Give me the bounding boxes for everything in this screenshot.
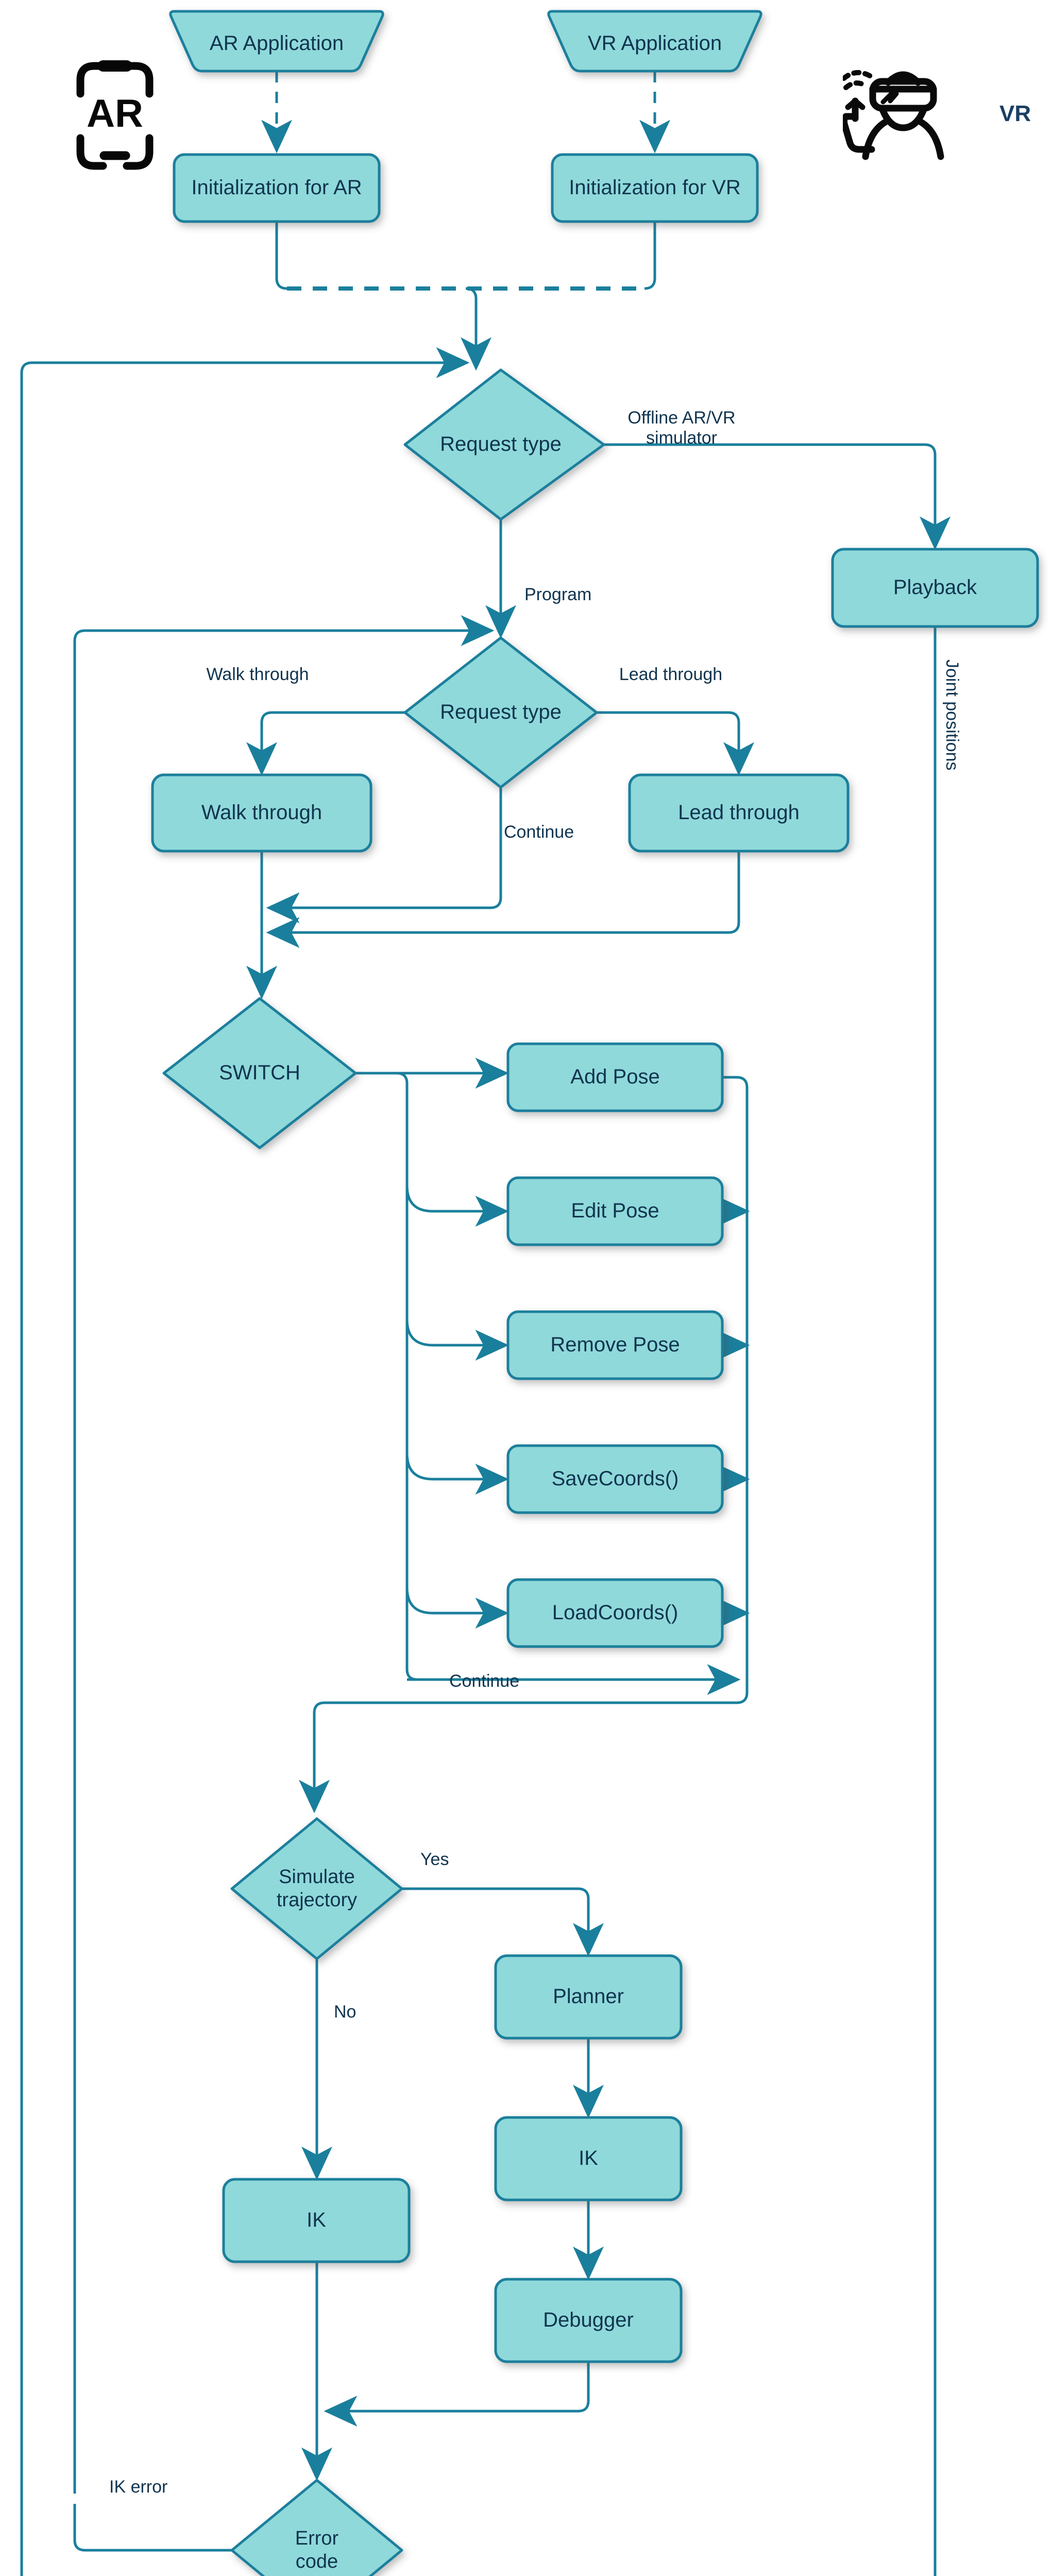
edge-request2-to-walk <box>246 711 405 776</box>
svg-text:AR: AR <box>87 92 143 135</box>
node-shape-edit-pose <box>506 1176 724 1246</box>
edge-request2-to-lead <box>597 711 754 776</box>
node-shape-planner <box>494 1954 683 2040</box>
edge-simulate-yes-to-planner <box>402 1887 604 1957</box>
node-shape-remove-pose <box>506 1310 724 1380</box>
node-shape-load-coords <box>506 1578 724 1648</box>
edge-label-continue-request-type: Continue <box>504 822 574 842</box>
node-shape-request-type-2 <box>403 636 598 789</box>
edge-inner-left-rail-to-request2 <box>73 615 495 2494</box>
edge-request2-continue <box>266 787 502 923</box>
edge-lead-to-merge <box>266 851 740 948</box>
node-shape-vr-application <box>547 10 762 73</box>
node-shape-request-type-1 <box>403 368 605 521</box>
edge-label-continue-switch: Continue <box>449 1671 520 1691</box>
vr-headset-icon <box>840 56 997 174</box>
node-shape-add-pose <box>506 1042 724 1112</box>
node-shape-ar-application <box>169 10 384 73</box>
edge-switch-to-save-coords <box>405 1453 509 1495</box>
edge-error-ik-error <box>73 2504 232 2552</box>
vr-icon-label: VR <box>999 101 1031 126</box>
edge-switch-to-remove-pose <box>405 1319 509 1361</box>
edge-request1-to-playback <box>604 443 951 550</box>
node-shape-simulate-trajectory <box>230 1817 403 1960</box>
node-shape-error-code <box>230 2479 403 2576</box>
edge-outer-left-rail-to-request1 <box>20 347 470 2576</box>
node-shape-walk-through <box>151 773 372 853</box>
node-shape-playback <box>831 548 1039 628</box>
edge-label-ik-error: IK error <box>109 2477 168 2497</box>
edge-add-pose-out <box>299 1076 749 1814</box>
node-shape-initialization-vr <box>551 153 759 223</box>
ar-phone-icon: AR <box>66 57 164 175</box>
node-shape-initialization-ar <box>173 153 381 223</box>
edge-init-ar-down <box>275 222 287 290</box>
edge-init-vr-down <box>644 222 656 290</box>
node-shape-save-coords <box>506 1444 724 1514</box>
edge-label-yes: Yes <box>420 1850 449 1869</box>
node-shape-ik-left <box>222 2178 411 2263</box>
edge-label-lead-through: Lead through <box>619 665 723 684</box>
edge-label-program: Program <box>524 585 592 604</box>
edge-switch-to-load-coords <box>405 1587 509 1629</box>
edge-join-to-request1 <box>461 287 491 371</box>
edge-label-walk-through: Walk through <box>206 665 309 684</box>
node-shape-ik-right <box>494 2116 683 2201</box>
edge-label-no: No <box>334 2002 357 2022</box>
edge-label-offline-simulator: Offline AR/VR simulator <box>627 408 736 448</box>
node-shape-switch <box>162 997 357 1149</box>
edge-debugger-to-left <box>324 2362 590 2427</box>
edge-label-joint-positions: Joint positions <box>942 659 962 771</box>
node-shape-debugger <box>494 2278 683 2363</box>
edge-switch-to-edit-pose <box>405 1185 509 1227</box>
node-shape-lead-through <box>628 773 850 853</box>
